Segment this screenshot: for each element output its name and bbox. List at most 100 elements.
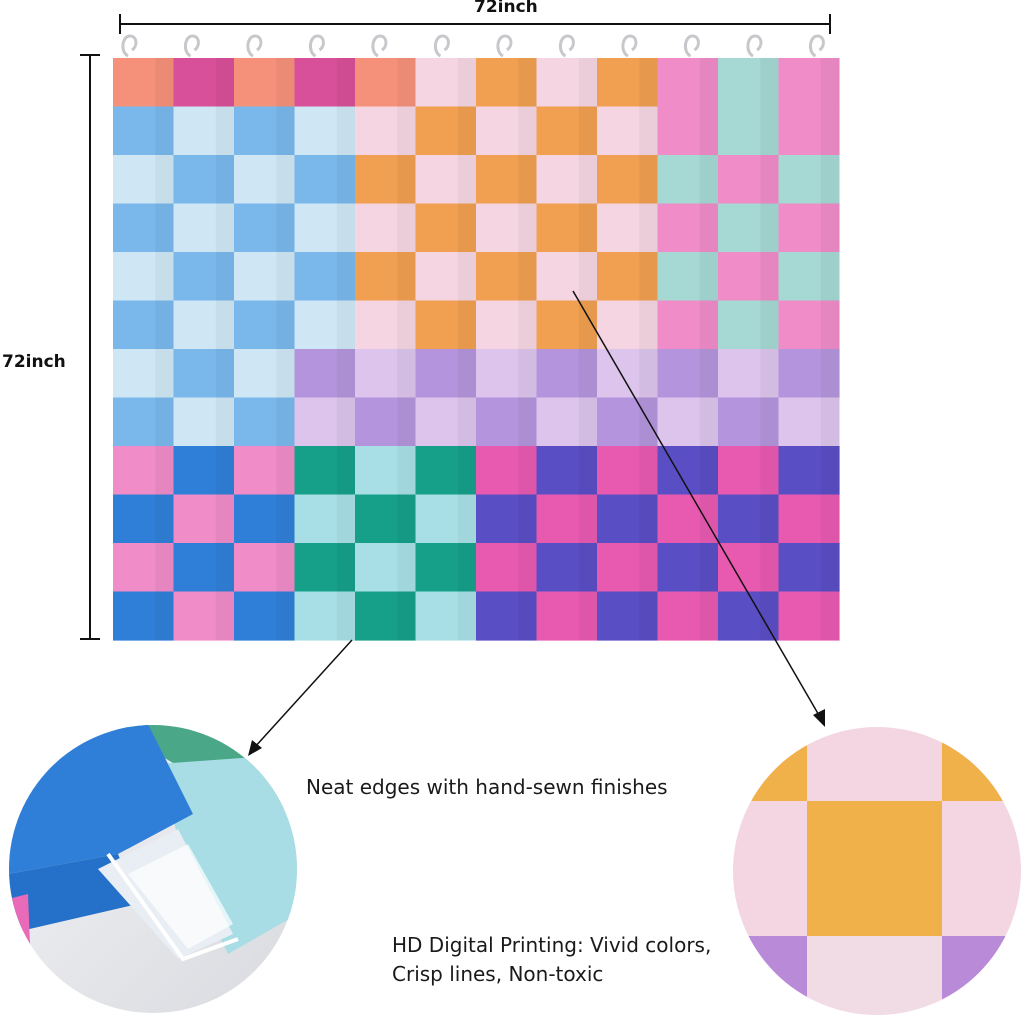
curtain-square xyxy=(294,446,356,496)
curtain-square xyxy=(597,397,659,447)
curtain-square xyxy=(597,543,659,593)
curtain-square xyxy=(415,446,477,496)
curtain-square xyxy=(597,58,659,108)
curtain-square xyxy=(597,591,659,641)
curtain-square xyxy=(718,203,780,253)
curtain-square xyxy=(778,252,840,302)
curtain-square xyxy=(415,203,477,253)
fabric-fold xyxy=(397,58,416,640)
fabric-fold xyxy=(215,58,234,640)
curtain-hook-icon xyxy=(496,34,513,58)
curtain-square xyxy=(294,106,356,156)
width-dimension-line xyxy=(119,14,831,34)
curtain-square xyxy=(778,106,840,156)
curtain-square xyxy=(173,252,235,302)
fabric-fold xyxy=(639,58,658,640)
height-dimension xyxy=(78,54,102,640)
curtain-square xyxy=(173,300,235,350)
curtain-square xyxy=(476,252,538,302)
fabric-fold xyxy=(155,58,174,640)
curtain-square xyxy=(536,494,598,544)
arrow-icon xyxy=(572,290,825,727)
curtain-square xyxy=(778,203,840,253)
curtain-square xyxy=(415,300,477,350)
curtain-square xyxy=(355,543,417,593)
curtain-square xyxy=(778,58,840,108)
curtain-square xyxy=(415,397,477,447)
curtain-square xyxy=(597,494,659,544)
curtain-square xyxy=(718,349,780,399)
curtain-hook-icon xyxy=(184,34,200,58)
curtain-square xyxy=(355,58,417,108)
curtain-square xyxy=(355,446,417,496)
curtain-square xyxy=(173,397,235,447)
curtain-square xyxy=(415,349,477,399)
fabric-fold xyxy=(518,58,537,640)
curtain-square xyxy=(476,58,538,108)
curtain-square xyxy=(355,203,417,253)
curtain-square xyxy=(113,300,175,350)
curtain-square xyxy=(173,106,235,156)
curtain-square xyxy=(294,591,356,641)
curtain-square xyxy=(113,591,175,641)
curtain-square xyxy=(718,252,780,302)
curtain-square xyxy=(536,58,598,108)
curtain-square xyxy=(294,494,356,544)
curtain-hook-icon xyxy=(559,34,575,58)
arrow-icon xyxy=(248,639,353,756)
curtain-hook-icon xyxy=(434,34,450,58)
curtain-square xyxy=(173,155,235,205)
curtain-square xyxy=(113,446,175,496)
curtain-square xyxy=(536,397,598,447)
curtain-square xyxy=(657,252,719,302)
curtain-square xyxy=(113,106,175,156)
checkered-curtain xyxy=(113,34,840,641)
curtain-hook-icon xyxy=(246,34,263,58)
curtain-square xyxy=(476,591,538,641)
curtain-hook-icon xyxy=(684,34,700,58)
curtain-square xyxy=(355,155,417,205)
curtain-square xyxy=(234,252,296,302)
curtain-square xyxy=(597,252,659,302)
curtain-square xyxy=(294,397,356,447)
curtain-square xyxy=(173,494,235,544)
curtain-square xyxy=(415,252,477,302)
curtain-square xyxy=(476,494,538,544)
curtain-square xyxy=(536,543,598,593)
curtain-hook-icon xyxy=(621,34,638,58)
curtain-square xyxy=(113,397,175,447)
curtain-square xyxy=(657,106,719,156)
curtain-square xyxy=(355,300,417,350)
curtain-square xyxy=(718,446,780,496)
curtain-square xyxy=(778,349,840,399)
curtain-square xyxy=(718,58,780,108)
curtain-square xyxy=(778,155,840,205)
fabric-fold xyxy=(276,58,295,640)
curtain-square xyxy=(778,300,840,350)
curtain-square xyxy=(234,58,296,108)
curtain-hook-icon xyxy=(121,34,138,58)
shower-curtain xyxy=(110,30,840,660)
curtain-square xyxy=(415,494,477,544)
curtain-square xyxy=(476,349,538,399)
curtain-square xyxy=(415,58,477,108)
curtain-square xyxy=(657,155,719,205)
curtain-square xyxy=(657,591,719,641)
curtain-hook-icon xyxy=(809,34,825,58)
fabric-fold xyxy=(578,58,597,640)
curtain-square xyxy=(476,543,538,593)
curtain-square xyxy=(476,446,538,496)
curtain-square xyxy=(718,543,780,593)
curtain-square xyxy=(597,203,659,253)
curtain-square xyxy=(234,349,296,399)
curtain-square xyxy=(657,543,719,593)
print-detail-circle xyxy=(732,726,1022,1016)
curtain-square xyxy=(597,106,659,156)
curtain-square xyxy=(355,494,417,544)
width-label: 72inch xyxy=(470,0,542,17)
fabric-fold xyxy=(699,58,718,640)
curtain-square xyxy=(173,203,235,253)
curtain-square xyxy=(778,591,840,641)
curtain-square xyxy=(234,106,296,156)
curtain-square xyxy=(234,446,296,496)
